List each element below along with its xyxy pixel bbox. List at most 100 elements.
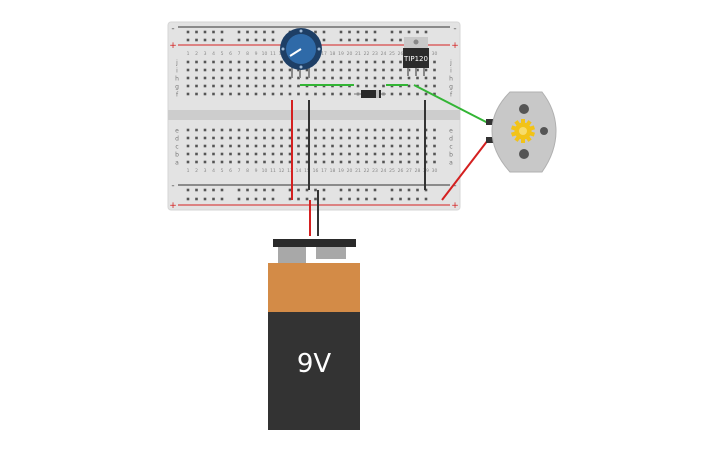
row-letter: d: [449, 136, 453, 143]
breadboard-hole: [288, 144, 292, 148]
breadboard-hole: [203, 188, 207, 192]
breadboard-hole: [195, 197, 198, 201]
breadboard-hole: [271, 68, 275, 72]
column-number: 2: [195, 51, 198, 57]
breadboard-hole: [339, 76, 343, 80]
breadboard-hole: [416, 68, 419, 72]
breadboard-hole: [229, 60, 232, 64]
battery-9v[interactable]: 9V: [268, 239, 360, 430]
breadboard-hole: [314, 92, 317, 96]
row-letter: c: [175, 144, 178, 151]
column-number: 24: [381, 168, 387, 174]
breadboard-hole: [339, 68, 343, 72]
transistor[interactable]: TIP120: [403, 37, 429, 76]
diode[interactable]: [354, 90, 386, 98]
breadboard-hole: [314, 30, 317, 34]
breadboard-hole: [433, 152, 436, 156]
breadboard-hole: [382, 60, 385, 64]
breadboard-hole: [271, 30, 275, 34]
breadboard-hole: [246, 76, 249, 80]
breadboard-hole: [416, 188, 419, 192]
breadboard-hole: [390, 92, 394, 96]
breadboard-hole: [373, 144, 377, 148]
breadboard-hole: [407, 92, 411, 96]
breadboard-hole: [348, 92, 351, 96]
breadboard-hole: [254, 92, 258, 96]
column-number: 10: [262, 168, 268, 174]
breadboard-hole: [339, 160, 343, 164]
breadboard-hole: [373, 68, 377, 72]
breadboard-hole: [288, 92, 292, 96]
breadboard-hole: [424, 30, 428, 34]
breadboard-hole: [212, 84, 215, 88]
wires: [291, 84, 489, 236]
breadboard-hole: [322, 160, 326, 164]
column-number: 18: [330, 51, 336, 57]
breadboard-hole: [339, 92, 343, 96]
breadboard-hole: [212, 30, 215, 34]
row-letter: i: [176, 68, 178, 75]
breadboard-hole: [373, 197, 377, 201]
breadboard-hole: [339, 30, 343, 34]
breadboard-hole: [186, 197, 190, 201]
breadboard-hole: [356, 197, 360, 201]
motor-terminal: [486, 119, 494, 125]
column-number: 12: [279, 168, 285, 174]
breadboard-hole: [237, 38, 241, 42]
breadboard-hole: [339, 128, 343, 132]
breadboard-hole: [280, 76, 283, 80]
column-number: 11: [270, 168, 276, 174]
column-number: 22: [364, 51, 370, 57]
breadboard-hole: [297, 152, 300, 156]
column-number: 21: [355, 168, 361, 174]
dc-motor[interactable]: [486, 91, 557, 173]
breadboard-hole: [288, 68, 292, 72]
breadboard-hole: [254, 136, 258, 140]
column-number: 5: [221, 168, 224, 174]
breadboard-hole: [322, 136, 326, 140]
row-letter: a: [175, 160, 179, 167]
column-number: 7: [238, 168, 241, 174]
breadboard-hole: [220, 160, 224, 164]
breadboard-hole: [186, 60, 190, 64]
column-number: 25: [389, 168, 395, 174]
diode-band: [376, 90, 379, 98]
column-number: 30: [432, 168, 438, 174]
breadboard-hole: [280, 60, 283, 64]
breadboard-hole: [212, 128, 215, 132]
breadboard-hole: [416, 30, 419, 34]
breadboard-hole: [288, 128, 292, 132]
breadboard-hole: [195, 128, 198, 132]
breadboard-hole: [407, 30, 411, 34]
breadboard-hole: [390, 128, 394, 132]
breadboard-hole: [399, 188, 402, 192]
breadboard-hole: [280, 160, 283, 164]
breadboard-hole: [433, 92, 436, 96]
breadboard-hole: [237, 144, 241, 148]
breadboard-hole: [407, 84, 411, 88]
row-letter: j: [449, 60, 452, 67]
column-number: 3: [204, 168, 207, 174]
motor-screw: [519, 149, 529, 159]
pot-notch: [299, 29, 303, 33]
breadboard-hole: [399, 60, 402, 64]
breadboard-hole: [186, 84, 190, 88]
potentiometer[interactable]: [280, 28, 322, 78]
battery-terminal: [316, 247, 346, 259]
breadboard-hole: [382, 68, 385, 72]
breadboard-hole: [433, 144, 436, 148]
breadboard-hole: [373, 152, 377, 156]
breadboard-hole: [271, 128, 275, 132]
column-number: 26: [398, 168, 404, 174]
breadboard-hole: [331, 92, 334, 96]
breadboard-hole: [237, 76, 241, 80]
breadboard-hole: [407, 188, 411, 192]
breadboard-hole: [246, 92, 249, 96]
breadboard-hole: [322, 188, 326, 192]
breadboard-hole: [186, 30, 190, 34]
row-letter: j: [175, 60, 178, 67]
breadboard-hole: [314, 128, 317, 132]
breadboard-hole: [246, 160, 249, 164]
breadboard-hole: [288, 136, 292, 140]
breadboard-hole: [331, 76, 334, 80]
